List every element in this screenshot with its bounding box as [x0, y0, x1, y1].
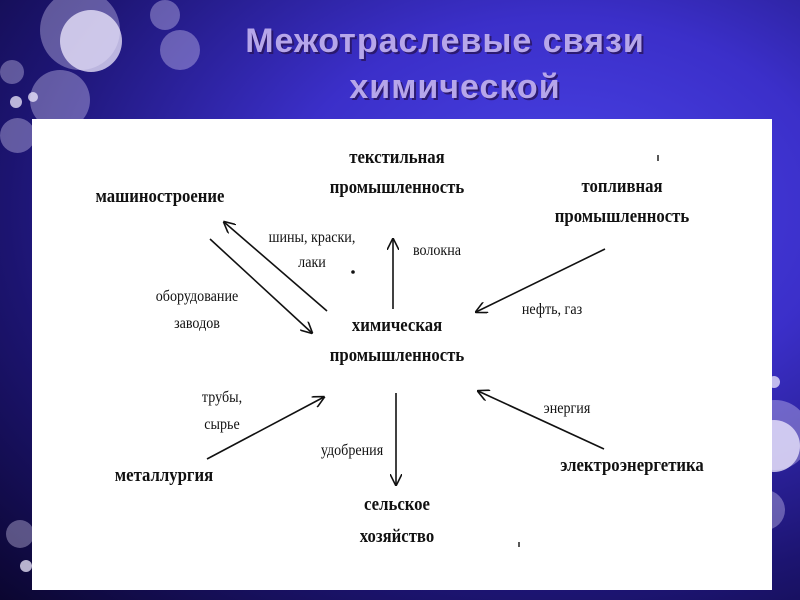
decor-bubble — [0, 60, 24, 84]
arrow-chem-to-machine — [224, 222, 328, 312]
edge-label-equipment: оборудование заводов — [140, 286, 254, 334]
node-textile-industry-line1: текстильная — [349, 147, 445, 168]
edge-label-equipment-line2: заводов — [174, 315, 220, 332]
decor-bubble — [60, 10, 122, 72]
node-agriculture-line1: сельское — [364, 494, 430, 515]
edge-label-energy: энергия — [527, 398, 606, 419]
decor-bubble — [20, 560, 32, 572]
node-metallurgy-label: металлургия — [114, 465, 214, 486]
decor-bubble — [6, 520, 34, 548]
edge-label-pipes: трубы, сырье — [187, 387, 257, 435]
node-textile-industry-line2: промышленность — [329, 177, 465, 198]
node-textile-industry: текстильная промышленность — [305, 146, 490, 200]
node-chemical-industry-line1: химическая — [351, 315, 443, 336]
node-chemical-industry-line2: промышленность — [329, 345, 465, 366]
node-agriculture-line2: хозяйство — [359, 526, 435, 547]
node-fuel-industry: топливная промышленность — [530, 175, 715, 229]
node-machine-building-label: машиностроение — [95, 186, 225, 207]
arrow-energy-to-chem — [478, 391, 605, 450]
edge-label-oil-gas: нефть, газ — [508, 299, 596, 320]
edge-label-energy-text: энергия — [543, 400, 591, 417]
node-machine-building: машиностроение — [81, 185, 239, 209]
slide-title-line2: химической — [349, 68, 561, 106]
node-power-engineering-label: электроэнергетика — [560, 455, 704, 476]
decor-bubble — [160, 30, 200, 70]
edge-label-tires-line2: лаки — [298, 254, 326, 271]
edge-label-tires-line1: шины, краски, — [268, 229, 356, 246]
edge-label-pipes-line2: сырье — [204, 416, 240, 433]
decor-bubble — [150, 0, 180, 30]
node-fuel-industry-line2: промышленность — [554, 206, 690, 227]
arrow-fuel-to-chem — [476, 248, 606, 312]
edge-label-fibers-text: волокна — [412, 242, 462, 259]
slide-title: Межотраслевые связи химической — [0, 18, 800, 110]
diagram-arrows — [206, 155, 659, 547]
edge-label-oil-gas-text: нефть, газ — [521, 301, 583, 318]
node-fuel-industry-line1: топливная — [581, 176, 663, 197]
node-power-engineering: электроэнергетика — [544, 454, 720, 478]
decor-bubble — [10, 96, 22, 108]
node-chemical-industry: химическая промышленность — [305, 314, 490, 368]
edge-label-fertilizers-text: удобрения — [320, 442, 384, 459]
edge-label-fertilizers: удобрения — [304, 440, 401, 461]
edge-label-pipes-line1: трубы, — [201, 389, 243, 406]
edge-label-tires: шины, краски, лаки — [255, 227, 369, 273]
decor-bubble — [0, 118, 35, 153]
stray-dot — [351, 270, 355, 274]
decor-bubble — [28, 92, 38, 102]
diagram-panel: химическая промышленность текстильная пр… — [32, 119, 772, 590]
edge-label-equipment-line1: оборудование — [155, 288, 239, 305]
slide-title-line1: Межотраслевые связи — [245, 22, 645, 60]
arrow-metallurgy-to-chem — [206, 397, 324, 460]
node-agriculture: сельское хозяйство — [340, 493, 454, 549]
arrow-machine-to-chem — [209, 238, 312, 333]
edge-label-fibers: волокна — [402, 240, 472, 261]
node-metallurgy: металлургия — [102, 464, 225, 488]
